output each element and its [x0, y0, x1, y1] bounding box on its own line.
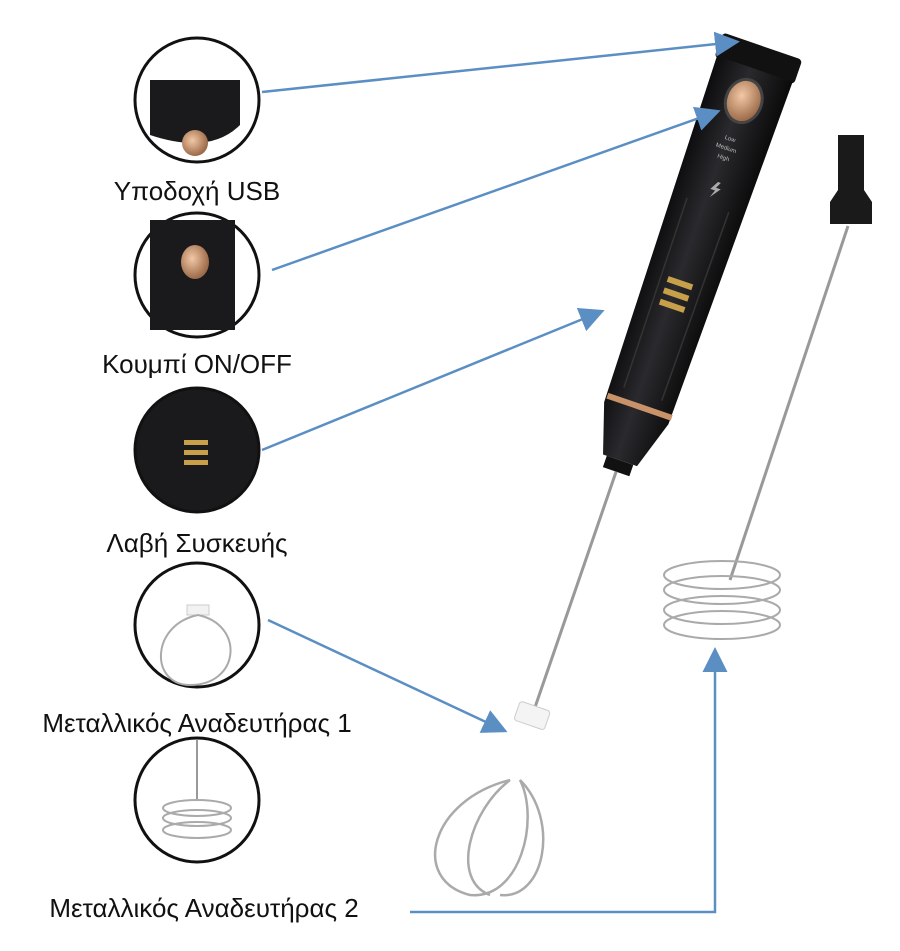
detail-whisk1	[133, 561, 261, 689]
power-button	[723, 77, 764, 125]
whisk1-shaft	[532, 471, 618, 712]
detail-whisk2	[133, 736, 261, 864]
logo-icon	[658, 276, 694, 313]
arrow-whisk2	[410, 647, 728, 914]
frother-main: Low Medium High	[514, 33, 802, 730]
spring-whisk	[663, 135, 872, 640]
copper-ring	[606, 392, 673, 421]
handle-body	[603, 55, 793, 467]
detail-handle	[133, 386, 261, 514]
arrow-power	[271, 106, 721, 272]
detail-power	[133, 211, 261, 339]
label-power: Κουμπί ON/OFF	[102, 349, 292, 379]
arrow-whisk1	[267, 618, 508, 733]
arrow-handle	[261, 307, 605, 452]
balloon-whisk	[433, 778, 545, 897]
speed-high: High	[716, 154, 730, 164]
speed-low: Low	[724, 135, 737, 144]
label-whisk2: Μεταλλικός Αναδευτήρας 2	[49, 893, 359, 923]
arrow-usb	[261, 31, 740, 94]
handle-grooves	[623, 197, 730, 401]
charge-icon	[709, 182, 721, 198]
detail-usb	[133, 36, 261, 164]
label-usb: Υποδοχή USB	[113, 176, 281, 206]
callout-arrows	[261, 31, 740, 914]
label-handle: Λαβή Συσκευής	[106, 528, 288, 558]
label-whisk1: Μεταλλικός Αναδευτήρας 1	[42, 708, 352, 738]
